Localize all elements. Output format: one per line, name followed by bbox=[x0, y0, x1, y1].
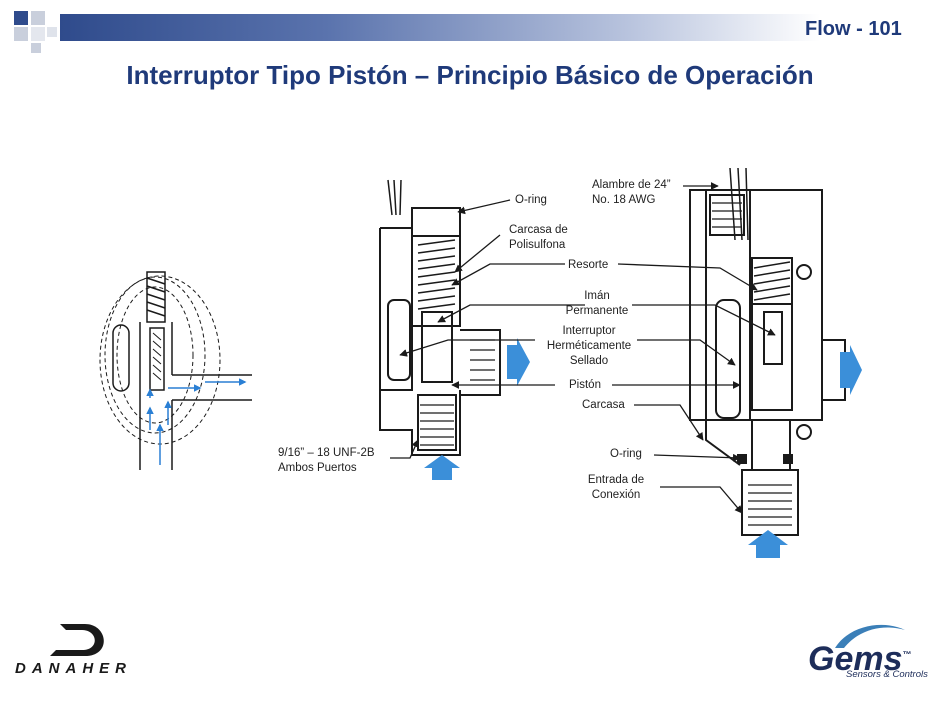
gems-logo-swoosh bbox=[835, 624, 905, 648]
gems-logo-subtitle: Sensors & Controls bbox=[846, 669, 928, 680]
flow-arrows-schematic bbox=[146, 378, 247, 465]
center-switch-section bbox=[379, 179, 501, 456]
header-decor-square-5 bbox=[47, 27, 57, 37]
flow-arrow-in-center bbox=[424, 455, 460, 480]
label-oring-top: O-ring bbox=[515, 194, 547, 206]
flow-arrow-out-center bbox=[507, 338, 530, 386]
label-ports: 9/16” – 18 UNF-2B Ambos Puertos bbox=[278, 447, 375, 474]
right-switch-section bbox=[689, 167, 846, 536]
blue-flow-arrows bbox=[424, 338, 862, 558]
label-iman-permanente: Imán Permanente bbox=[565, 290, 629, 317]
flow-arrow-in-right bbox=[748, 530, 788, 558]
slide-code: Flow - 101 bbox=[805, 18, 902, 40]
header-decor-square-2 bbox=[31, 11, 45, 25]
label-resorte: Resorte bbox=[568, 259, 609, 271]
danaher-logo-text: DANAHER bbox=[15, 660, 132, 677]
header-decor-square-3 bbox=[14, 27, 28, 41]
label-carcasa: Carcasa bbox=[582, 399, 625, 411]
header-decor-square-4 bbox=[31, 27, 45, 41]
flow-arrow-out-right bbox=[840, 345, 862, 395]
label-carcasa-polisulfona: Carcasa de Polisulfona bbox=[509, 224, 568, 251]
header-decor-square-6 bbox=[31, 43, 41, 53]
header-gradient-bar bbox=[60, 14, 820, 41]
gems-logo-text: Gems™ bbox=[808, 640, 912, 678]
magnetic-field-schematic bbox=[99, 271, 252, 470]
danaher-logo-mark bbox=[50, 624, 104, 656]
label-interruptor: Interruptor Herméticamente Sellado bbox=[546, 325, 632, 367]
header-decor-square-1 bbox=[14, 11, 28, 25]
label-piston: Pistón bbox=[569, 379, 601, 391]
label-alambre: Alambre de 24” No. 18 AWG bbox=[592, 179, 671, 206]
slide-title: Interruptor Tipo Pistón – Principio Bási… bbox=[126, 60, 814, 90]
label-leader-lines bbox=[390, 182, 776, 514]
label-entrada-conexion: Entrada de Conexión bbox=[587, 474, 645, 501]
label-oring-bottom: O-ring bbox=[610, 448, 642, 460]
